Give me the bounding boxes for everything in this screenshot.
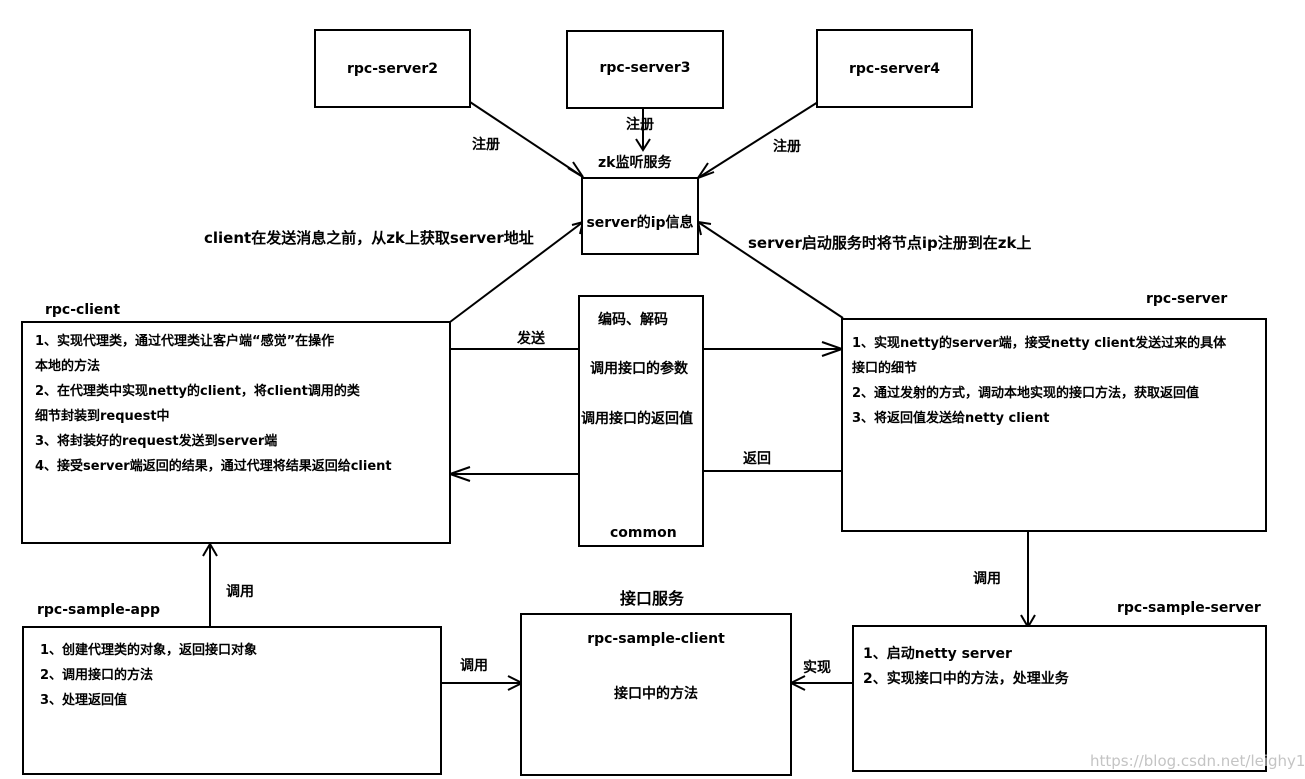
client-fetch-annotation: client在发送消息之前，从zk上获取server地址 [204, 229, 534, 247]
rpc-client-line-3: 2、在代理类中实现netty的client，将client调用的类 [35, 384, 360, 399]
rpc-server4-box: rpc-server4 [816, 29, 973, 108]
common-line-2: 调用接口的参数 [590, 361, 688, 377]
rpc-server4-label: rpc-server4 [848, 61, 941, 77]
zk-content: server的ip信息 [586, 215, 694, 231]
return-label: 返回 [743, 451, 771, 467]
interface-service-desc: 接口中的方法 [614, 686, 698, 702]
sample-server-line-1: 1、启动netty server [863, 646, 1012, 662]
common-title: common [610, 525, 677, 541]
implement-label: 实现 [803, 660, 831, 676]
sample-app-title: rpc-sample-app [37, 602, 161, 618]
watermark: https://blog.csdn.net/leighy1 [1090, 752, 1305, 770]
sample-app-box: 1、创建代理类的对象，返回接口对象 2、调用接口的方法 3、处理返回值 [22, 626, 442, 775]
rpc-server-title: rpc-server [1146, 291, 1228, 307]
rpc-server2-box: rpc-server2 [314, 29, 471, 108]
common-line-1: 编码、解码 [598, 312, 668, 328]
interface-service-box: rpc-sample-client 接口中的方法 [520, 613, 792, 776]
sample-server-box: 1、启动netty server 2、实现接口中的方法，处理业务 [852, 625, 1267, 772]
register-label-left: 注册 [472, 137, 500, 153]
call-app-label: 调用 [226, 584, 254, 600]
server3-to-zk-arrowhead [635, 138, 651, 152]
sample-server-title: rpc-sample-server [1117, 600, 1261, 616]
server-to-zk-line [697, 221, 844, 319]
sample-app-line-1: 1、创建代理类的对象，返回接口对象 [40, 643, 258, 658]
server-register-annotation: server启动服务时将节点ip注册到在zk上 [748, 234, 1032, 252]
rpc-client-line-4: 细节封装到request中 [35, 409, 170, 424]
sample-app-line-2: 2、调用接口的方法 [40, 668, 154, 683]
rpc-client-title: rpc-client [45, 302, 121, 318]
client-to-zk-line [449, 221, 584, 323]
rpc-server-line-2: 接口的细节 [852, 361, 918, 376]
call-sample-label: 调用 [460, 658, 488, 674]
rpc-client-line-5: 3、将封装好的request发送到server端 [35, 434, 278, 449]
register-label-right: 注册 [773, 139, 801, 155]
rpc-client-box: 1、实现代理类，通过代理类让客户端“感觉”在操作 本地的方法 2、在代理类中实现… [21, 321, 451, 544]
rpc-server-line-3: 2、通过发射的方式，调动本地实现的接口方法，获取返回值 [852, 386, 1200, 401]
common-line-3: 调用接口的返回值 [581, 411, 693, 427]
rpc-client-line-6: 4、接受server端返回的结果，通过代理将结果返回给client [35, 459, 392, 474]
rpc-server3-label: rpc-server3 [599, 60, 691, 76]
rpc-client-line-2: 本地的方法 [35, 359, 101, 374]
interface-service-title: 接口服务 [620, 589, 685, 608]
register-label-mid: 注册 [626, 117, 654, 133]
rpc-client-line-1: 1、实现代理类，通过代理类让客户端“感觉”在操作 [35, 334, 335, 349]
send-label: 发送 [517, 331, 545, 347]
rpc-server-line-4: 3、将返回值发送给netty client [852, 411, 1050, 426]
zk-title: zk监听服务 [598, 155, 672, 171]
call-server-label: 调用 [973, 571, 1001, 587]
server4-to-zk-line [697, 101, 819, 179]
rpc-server-line-1: 1、实现netty的server端，接受netty client发送过来的具体 [852, 336, 1227, 351]
sample-server-line-2: 2、实现接口中的方法，处理业务 [863, 671, 1069, 687]
common-box: 编码、解码 调用接口的参数 调用接口的返回值 common [578, 295, 704, 547]
zk-box: server的ip信息 [581, 177, 699, 255]
server2-to-zk-arrowhead [567, 161, 584, 178]
rpc-server2-label: rpc-server2 [346, 61, 439, 77]
interface-service-name: rpc-sample-client [587, 631, 725, 647]
app-to-client-arrowhead [202, 542, 218, 557]
sample-app-line-3: 3、处理返回值 [40, 693, 128, 708]
rpc-server-box: 1、实现netty的server端，接受netty client发送过来的具体 … [841, 318, 1267, 532]
server2-to-zk-line [469, 101, 584, 178]
rpc-server3-box: rpc-server3 [566, 30, 724, 109]
